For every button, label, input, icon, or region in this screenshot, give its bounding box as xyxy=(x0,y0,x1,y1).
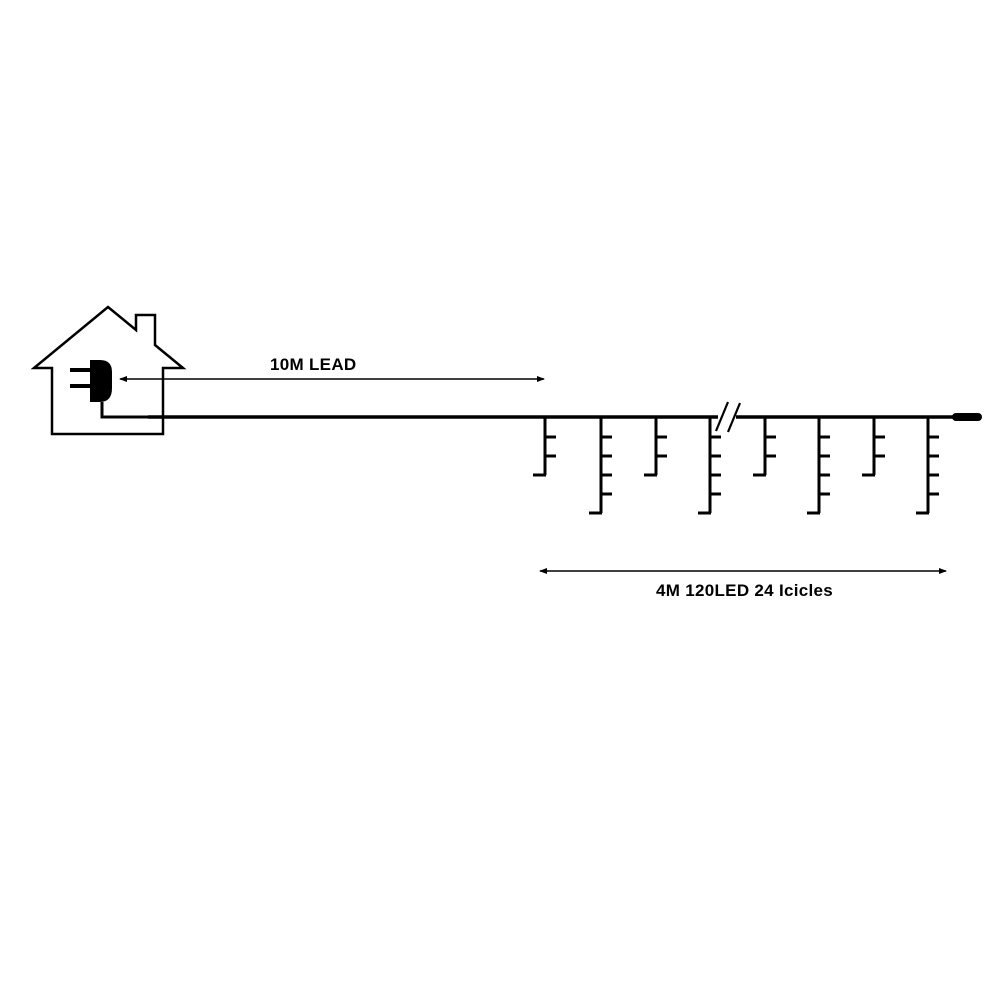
lead-length-label: 10M LEAD xyxy=(270,355,357,374)
end-cap-icon xyxy=(952,413,982,421)
plug-icon xyxy=(70,360,150,419)
icicle-spec-label: 4M 120LED 24 Icicles xyxy=(656,581,834,600)
break-marker-icon xyxy=(714,401,742,433)
icicle-strands xyxy=(533,417,939,515)
